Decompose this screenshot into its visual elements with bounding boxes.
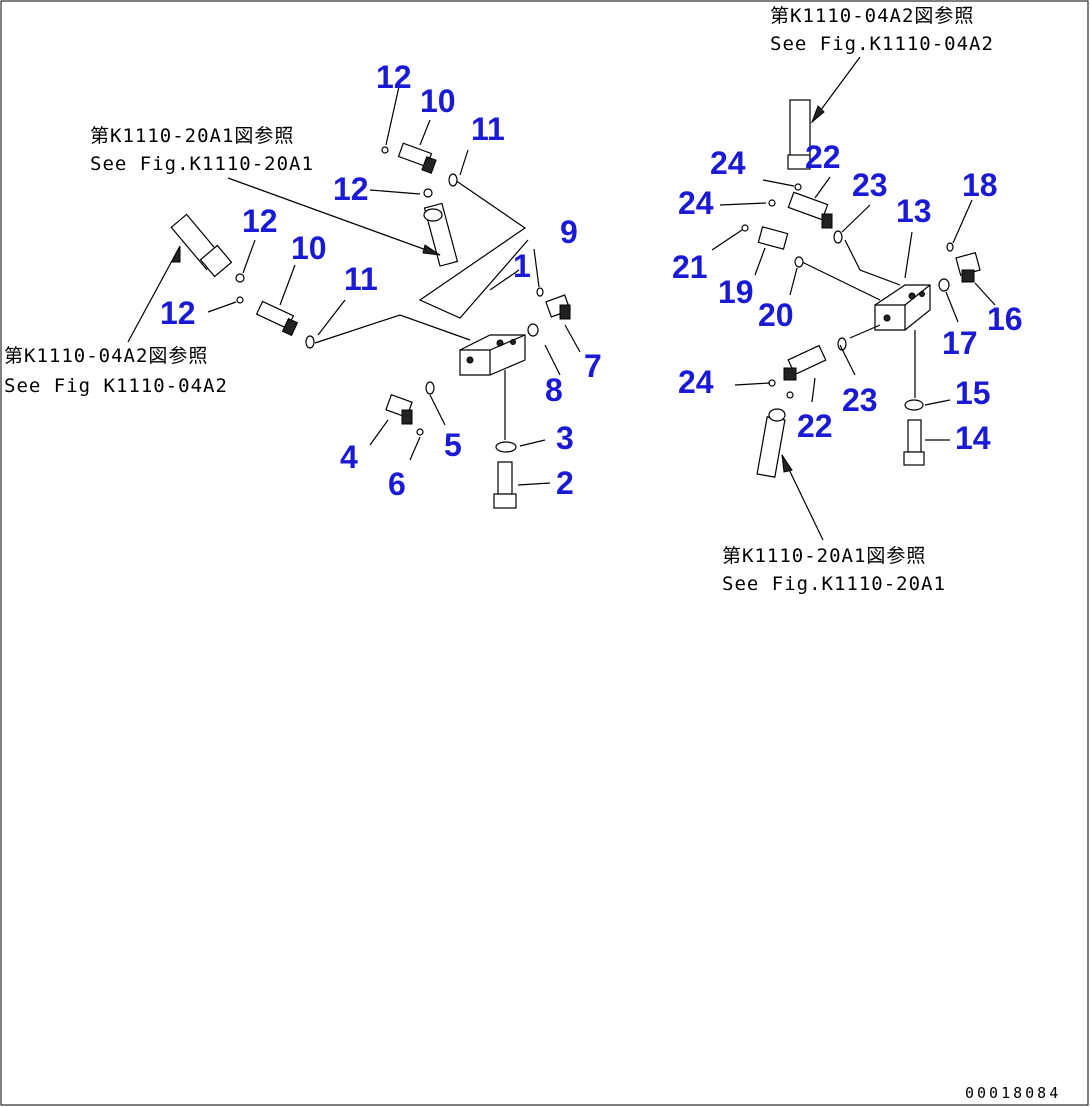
- part-label-5: 5: [444, 427, 462, 463]
- part-label-21: 21: [672, 249, 708, 285]
- part-label-3: 3: [556, 420, 574, 456]
- part-label-22-lower: 22: [797, 408, 833, 444]
- ref-left-bottom-jp: 第K1110-04A2図参照: [4, 345, 208, 367]
- o-ring-5: [425, 381, 435, 395]
- part-label-10-upper: 10: [420, 83, 456, 119]
- part-label-22-upper: 22: [805, 139, 841, 175]
- hose-upper: [423, 202, 459, 267]
- bolt-14: [903, 419, 925, 466]
- o-ring-24-d: [786, 391, 794, 399]
- o-ring-17: [938, 278, 950, 292]
- part-label-16: 16: [987, 301, 1023, 337]
- part-label-8: 8: [545, 372, 563, 408]
- washer-3: [495, 441, 517, 453]
- bolt-2: [493, 461, 517, 509]
- o-ring-21: [741, 224, 749, 232]
- ref-left-bottom-en: See Fig K1110-04A2: [4, 375, 228, 397]
- part-label-12-c: 12: [242, 203, 278, 239]
- part-label-12-d: 12: [160, 295, 196, 331]
- hose-bottom: [756, 408, 786, 478]
- part-label-10-lower: 10: [291, 230, 327, 266]
- part-label-12-a: 12: [376, 59, 412, 95]
- o-ring-24-b: [768, 199, 776, 207]
- ref-left-top-jp: 第K1110-20A1図参照: [90, 125, 294, 147]
- fitting-22-lower: [783, 344, 827, 381]
- part-label-4: 4: [340, 439, 358, 475]
- o-ring-12-a: [381, 146, 389, 154]
- ref-right-top-jp: 第K1110-04A2図参照: [770, 5, 974, 27]
- ref-right-bottom-jp: 第K1110-20A1図参照: [722, 545, 926, 567]
- right-assembly: [711, 56, 996, 541]
- o-ring-18: [946, 242, 954, 252]
- o-ring-12-b: [423, 188, 433, 198]
- part-label-15: 15: [955, 375, 991, 411]
- part-label-24-a: 24: [710, 145, 746, 181]
- o-ring-8: [527, 323, 539, 337]
- hose-left: [170, 213, 233, 278]
- part-label-14: 14: [955, 420, 991, 456]
- fitting-10-upper: [397, 142, 437, 174]
- part-label-24-b: 24: [678, 185, 714, 221]
- o-ring-24-a: [794, 183, 802, 191]
- ref-left-top-en: See Fig.K1110-20A1: [90, 153, 314, 175]
- o-ring-12-d: [236, 296, 244, 304]
- part-label-24-c: 24: [678, 364, 714, 400]
- washer-15: [904, 399, 924, 411]
- part-label-1: 1: [513, 248, 531, 284]
- fitting-10-lower: [255, 300, 299, 337]
- fitting-4: [385, 393, 413, 425]
- part-label-23-upper: 23: [852, 167, 888, 203]
- fitting-7: [545, 294, 571, 320]
- fitting-19: [757, 226, 789, 250]
- ref-right-top-en: See Fig.K1110-04A2: [770, 33, 994, 55]
- part-label-23-lower: 23: [842, 382, 878, 418]
- fitting-22-upper: [787, 191, 833, 229]
- o-ring-20: [794, 256, 804, 268]
- o-ring-12-c: [235, 273, 245, 283]
- part-label-18: 18: [962, 167, 998, 203]
- part-label-7: 7: [584, 348, 602, 384]
- part-label-19: 19: [718, 274, 754, 310]
- fitting-16: [955, 251, 981, 283]
- part-label-20: 20: [758, 297, 794, 333]
- ref-right-bottom-en: See Fig.K1110-20A1: [722, 573, 946, 595]
- tube-upper: [418, 179, 529, 319]
- tube-lower: [314, 314, 471, 344]
- valve-block-1: [459, 334, 526, 376]
- o-ring-6: [416, 428, 424, 436]
- valve-block-13: [874, 284, 931, 331]
- part-label-17: 17: [942, 325, 978, 361]
- o-ring-9: [536, 287, 544, 297]
- part-label-13: 13: [896, 193, 932, 229]
- figure-code: 00018084: [965, 1084, 1061, 1102]
- o-ring-23-upper: [833, 230, 843, 244]
- part-label-9: 9: [560, 214, 578, 250]
- part-label-6: 6: [388, 466, 406, 502]
- part-label-2: 2: [556, 465, 574, 501]
- part-label-11-lower: 11: [344, 261, 378, 297]
- part-label-11-upper: 11: [471, 111, 505, 147]
- left-assembly: [127, 81, 581, 509]
- part-label-12-b: 12: [333, 171, 369, 207]
- hose-top: [787, 99, 811, 170]
